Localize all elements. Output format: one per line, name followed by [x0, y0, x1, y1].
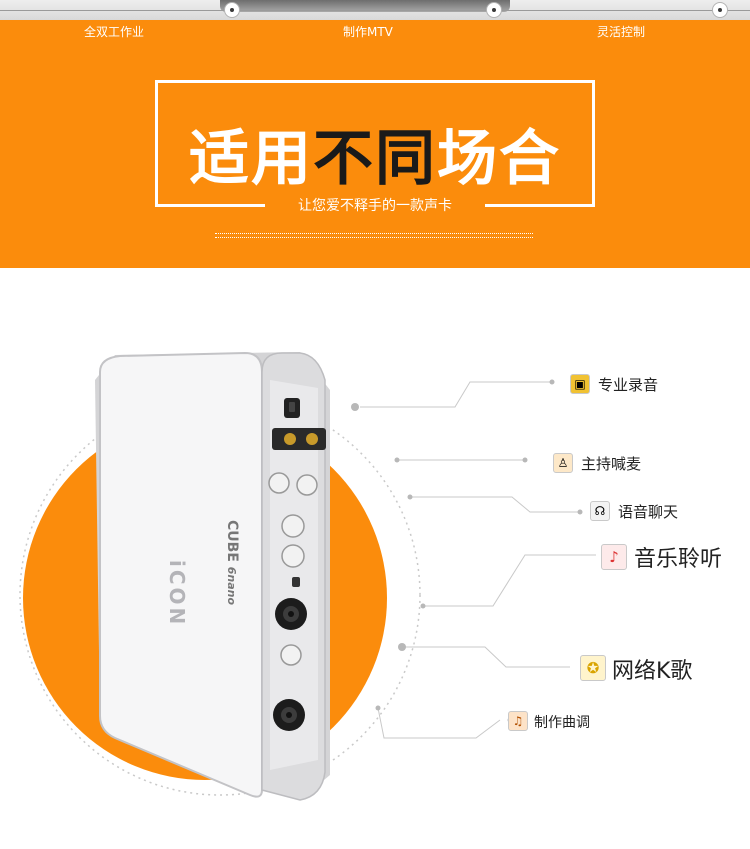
tape-recorder-icon: ▣	[570, 374, 590, 394]
chat-headset-icon: ☊	[590, 501, 610, 521]
headline-frame	[155, 80, 595, 207]
use-label-compose: 制作曲调	[534, 715, 590, 731]
product-scene: iCON CUBE 6nano	[0, 268, 750, 845]
microphone-host-icon: ♙	[553, 453, 573, 473]
model-name: CUBE 6nano	[224, 520, 240, 606]
music-compose-icon: ♫	[508, 711, 528, 731]
use-label-voice-chat: 语音聊天	[618, 503, 679, 521]
dotted-divider-1	[215, 233, 533, 234]
page-title: 适用不同场合	[0, 110, 750, 197]
dotted-divider-2	[215, 237, 533, 238]
karaoke-medal-icon: ✪	[580, 655, 606, 681]
sound-card-device: iCON CUBE 6nano	[95, 351, 330, 801]
use-label-online-karaoke: 网络K歌	[612, 659, 693, 684]
use-label-hosting: 主持喊麦	[581, 455, 642, 473]
page-title-part3: 场合	[437, 124, 561, 194]
top-slider-strip	[0, 0, 750, 20]
brand-logo: iCON	[165, 560, 189, 627]
slider-knob-middle[interactable]	[486, 2, 502, 18]
slider-track-dark	[220, 0, 510, 12]
page-title-part1: 适用	[189, 124, 313, 194]
slider-knob-left[interactable]	[224, 2, 240, 18]
connector-dots	[351, 379, 583, 723]
top-banner	[0, 0, 750, 268]
slider-knob-right[interactable]	[712, 2, 728, 18]
use-label-music-listening: 音乐聆听	[634, 547, 723, 572]
slider-track-line	[0, 10, 750, 11]
page-subtitle: 让您爱不释手的一款声卡	[298, 198, 452, 214]
connector-lines	[360, 381, 596, 739]
page-title-part2: 不同	[313, 124, 437, 194]
use-label-recording: 专业录音	[598, 376, 659, 394]
product-illustration: iCON CUBE 6nano	[19, 351, 596, 801]
music-listen-icon: ♪	[601, 544, 627, 570]
feature-label-mtv: 制作MTV	[343, 25, 393, 39]
feature-label-full-duplex: 全双工作业	[84, 25, 145, 39]
feature-label-control: 灵活控制	[597, 25, 646, 39]
